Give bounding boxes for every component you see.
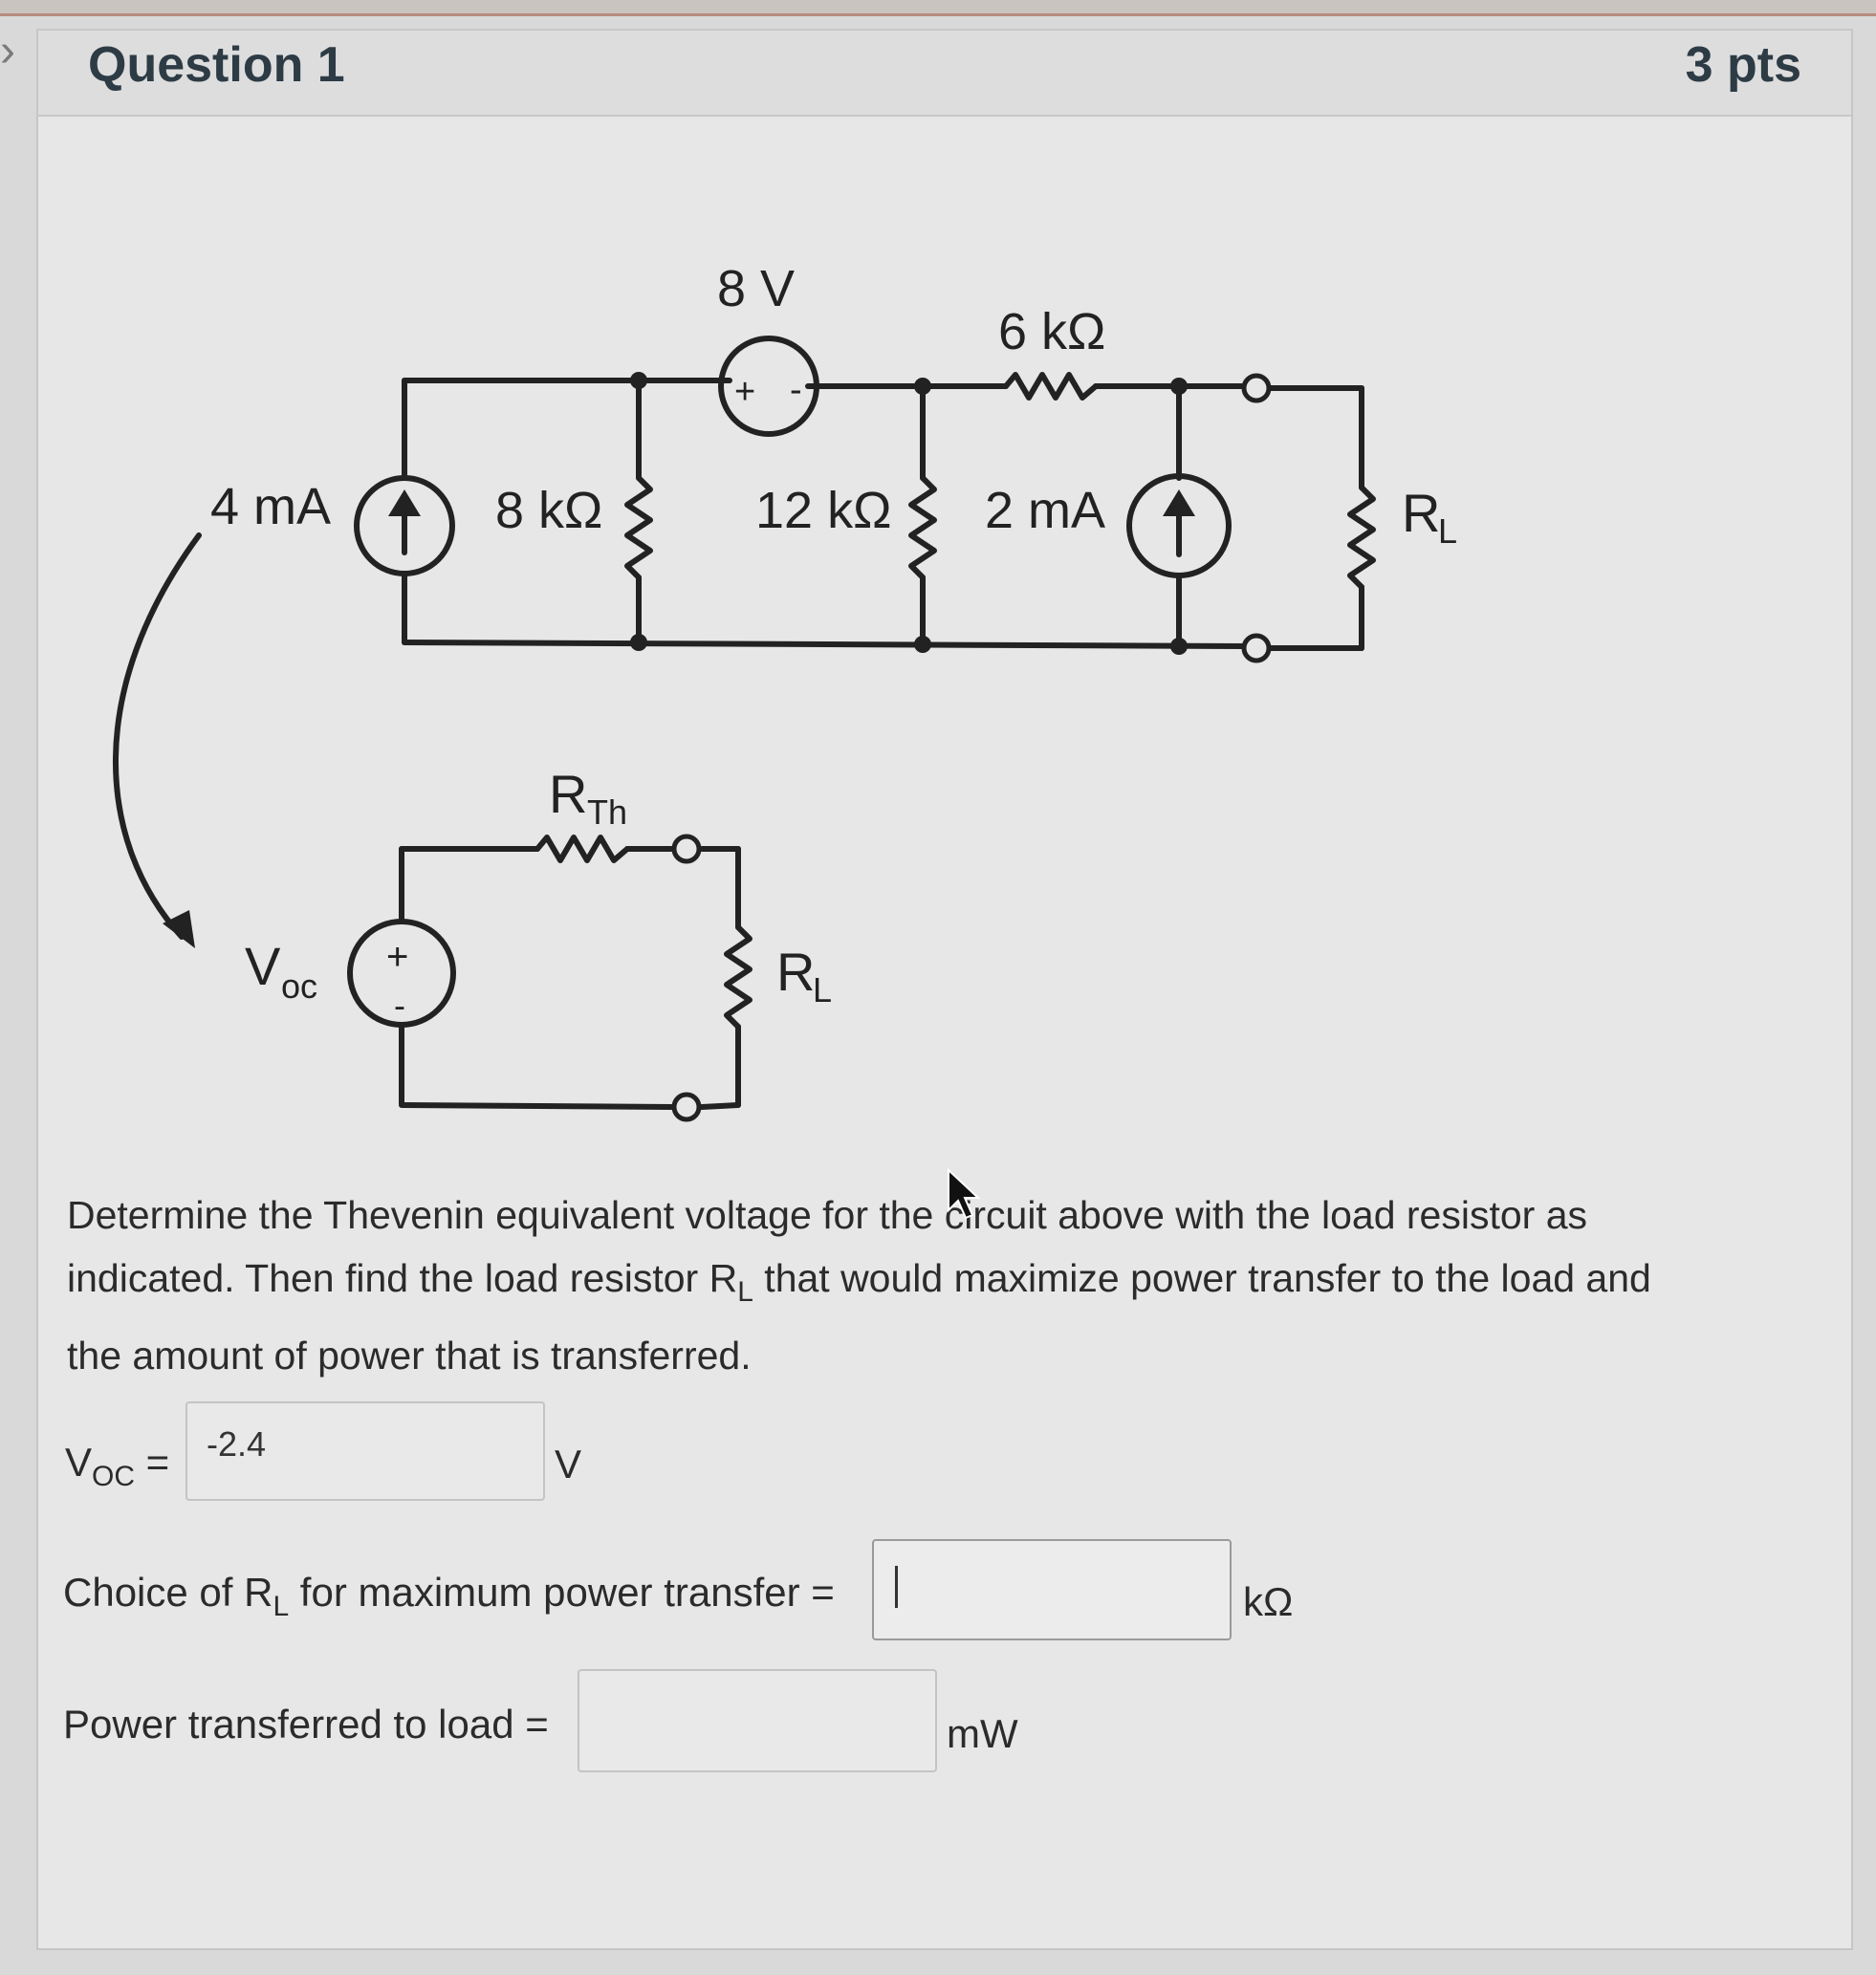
transform-arrowhead (163, 910, 195, 948)
label-8v-minus: - (790, 370, 802, 410)
chevron-right-icon[interactable]: › (0, 26, 15, 76)
question-prompt: Determine the Thevenin equivalent voltag… (67, 1183, 1769, 1387)
power-label: Power transferred to load = (63, 1702, 549, 1747)
power-unit: mW (947, 1711, 1018, 1756)
label-voc-plus: + (386, 936, 408, 978)
question-points: 3 pts (1685, 37, 1801, 93)
prompt-line-2: indicated. Then find the load resistor R… (67, 1256, 1651, 1308)
resistor-rth-zigzag (534, 835, 630, 863)
label-8v: 8 V (717, 260, 795, 317)
voc-unit: V (555, 1442, 582, 1487)
terminal-a-bottom (671, 834, 702, 864)
top-edge-bar (0, 0, 1876, 16)
arrow-up-2ma (1163, 489, 1195, 516)
terminal-b-bottom (671, 1092, 702, 1122)
voc-input[interactable]: -2.4 (185, 1401, 545, 1501)
label-4ma: 4 mA (210, 478, 331, 535)
question-header: Question 1 3 pts (38, 31, 1851, 117)
power-input[interactable] (578, 1669, 937, 1772)
label-voc-minus: - (394, 986, 405, 1025)
resistor-rl-bottom-zigzag (724, 924, 753, 1030)
resistor-rl-top-zigzag (1347, 485, 1376, 590)
terminal-a-top (1241, 373, 1272, 403)
text-caret (895, 1566, 898, 1608)
label-8v-plus: + (734, 372, 755, 412)
label-rl-bottom: R (776, 942, 815, 1002)
terminal-b-top (1241, 633, 1272, 663)
arrow-up-4ma (388, 489, 421, 516)
question-title: Question 1 (88, 37, 345, 93)
label-rl-bottom-sub: L (813, 970, 832, 1009)
prompt-line-3: the amount of power that is transferred. (67, 1334, 752, 1378)
label-rl-top: R (1402, 483, 1440, 543)
transform-arrow (113, 532, 202, 940)
label-voc-sub: oc (281, 966, 317, 1006)
rl-label: Choice of RL for maximum power transfer … (63, 1570, 835, 1622)
bottom-wire (402, 640, 1248, 649)
voltage-source-8v (718, 336, 819, 437)
label-8k: 8 kΩ (495, 482, 602, 539)
rl-unit: kΩ (1243, 1579, 1294, 1624)
resistor-8k-zigzag (624, 475, 653, 580)
voc-label: VOC = (65, 1440, 170, 1492)
label-2ma: 2 mA (985, 482, 1105, 539)
resistor-6k-zigzag (1003, 372, 1099, 401)
label-12k: 12 kΩ (755, 482, 891, 539)
prompt-line-1: Determine the Thevenin equivalent voltag… (67, 1193, 1588, 1237)
circuit-diagram: 8 V 6 kΩ 4 mA 8 kΩ 12 kΩ 2 mA R L R Th V… (113, 260, 1457, 1122)
mouse-pointer-icon (948, 1168, 981, 1220)
current-source-4ma (354, 475, 455, 576)
label-6k: 6 kΩ (998, 303, 1105, 360)
label-voc: V (245, 936, 281, 996)
resistor-12k-zigzag (908, 475, 937, 580)
label-rl-top-sub: L (1438, 511, 1457, 551)
rl-input[interactable] (872, 1539, 1232, 1640)
label-rth: R (549, 764, 587, 824)
label-rth-sub: Th (587, 792, 627, 832)
